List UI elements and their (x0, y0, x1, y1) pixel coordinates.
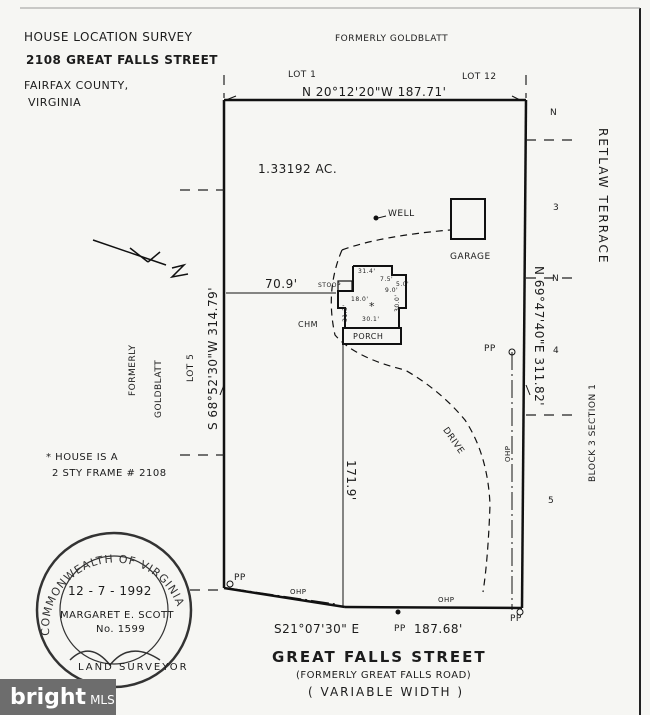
right-lot-4: 4 (553, 346, 560, 356)
block-section-label: BLOCK 3 SECTION 1 (588, 383, 598, 482)
property-boundary (222, 98, 528, 610)
bottom-distance: 187.68' (414, 622, 463, 636)
dim-18-0: 18.0' (351, 296, 369, 303)
house-footprint (337, 265, 407, 345)
right-lot-n: N (550, 108, 558, 118)
ohp-bottom-label: OHP (438, 596, 455, 604)
bottom-pp-label: PP (394, 624, 406, 634)
retlaw-terrace-label: RETLAW TERRACE (596, 128, 610, 265)
bottom-bearing: S21°07'30" E (274, 622, 360, 636)
pp-right-label: PP (484, 344, 496, 354)
seal-date: 12 - 7 - 1992 (68, 584, 152, 598)
dim-5-0: 5.0' (396, 281, 410, 288)
house-note-line2: 2 STY FRAME # 2108 (52, 468, 167, 479)
dim-7-5: 7.5' (380, 276, 394, 283)
street-name: GREAT FALLS STREET (272, 648, 487, 666)
right-lot-n2: N (552, 274, 560, 284)
house-marker: * (369, 300, 375, 313)
right-lot-3: 3 (553, 203, 560, 213)
left-bearing: S 68°52'30"W 314.79' (206, 286, 220, 430)
lot-12-label: LOT 12 (462, 72, 497, 82)
seal-bottom: LAND SURVEYOR (78, 662, 189, 673)
lot-5-owner-line1: FORMERLY (128, 344, 138, 396)
lot-5-label: LOT 5 (186, 353, 196, 382)
well-label: WELL (388, 209, 415, 219)
seal-number: No. 1599 (96, 624, 146, 635)
watermark-brand: bright (10, 684, 87, 710)
house-note-line1: * HOUSE IS A (46, 452, 119, 463)
brightmls-watermark: bright MLS (0, 679, 116, 715)
north-arrow-icon (92, 239, 189, 279)
dim-31-4: 31.4' (358, 268, 376, 275)
top-bearing: N 20°12'20"W 187.71' (302, 85, 447, 99)
survey-address: 2108 GREAT FALLS STREET (26, 53, 218, 67)
pp-left-label: PP (234, 573, 246, 583)
dim-9-0: 9.0' (385, 287, 399, 294)
dim-31-3: 31.3' (342, 304, 349, 322)
dim-30-1: 30.1' (362, 316, 380, 323)
right-bearing: N 69°47'40"E 311.82' (532, 266, 546, 407)
side-setback: 70.9' (265, 277, 298, 291)
stoop-label: STOOP (318, 282, 342, 289)
survey-title: HOUSE LOCATION SURVEY (24, 30, 193, 44)
seal-name: MARGARET E. SCOTT (60, 610, 174, 621)
street-formerly: (FORMERLY GREAT FALLS ROAD) (296, 670, 472, 681)
street-width: ( VARIABLE WIDTH ) (308, 685, 465, 699)
area-label: 1.33192 AC. (258, 162, 338, 176)
porch-label: PORCH (353, 332, 384, 341)
right-lot-5: 5 (548, 496, 555, 506)
dim-30-0: 30.0' (394, 294, 401, 312)
watermark-suffix: MLS (90, 693, 115, 707)
front-setback: 171.9' (344, 460, 358, 501)
garage-outline (450, 198, 486, 240)
state-label: VIRGINIA (28, 96, 82, 109)
pp-bottom-right-label: PP (510, 614, 522, 624)
county-label: FAIRFAX COUNTY, (24, 79, 129, 92)
lot-5-owner-line2: GOLDBLATT (154, 359, 164, 418)
ohp-left-label: OHP (290, 588, 307, 596)
ohp-right-label: OHP (504, 445, 512, 463)
lot-1-label: LOT 1 (288, 70, 317, 80)
top-owner-label: FORMERLY GOLDBLATT (335, 34, 449, 44)
chimney-label: CHM (298, 320, 319, 329)
garage-label: GARAGE (450, 252, 491, 262)
